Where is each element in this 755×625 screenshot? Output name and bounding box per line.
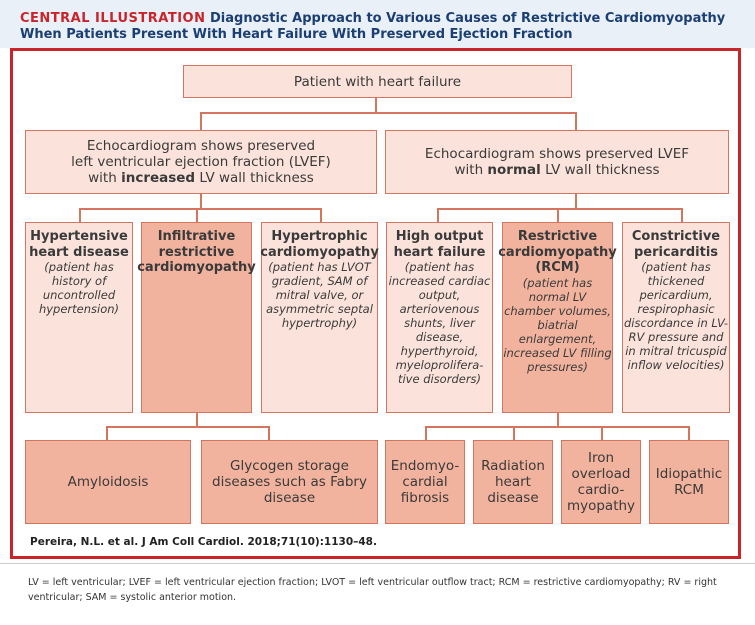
cause-title: Hypertensive heart disease bbox=[29, 229, 129, 260]
connector-root-down bbox=[375, 98, 377, 112]
central-illustration-tag: CENTRAL ILLUSTRATION bbox=[20, 11, 206, 26]
branch-normal-line1: Echocardiogram shows preserved LVEF bbox=[424, 146, 690, 162]
connector-infiltrative-down bbox=[196, 412, 198, 426]
subtype-iron-overload: Iron overload cardio-myopathy bbox=[561, 440, 641, 524]
cause-title: Hypertrophic cardiomyopathy bbox=[260, 229, 379, 260]
connector-to-iron bbox=[601, 426, 603, 440]
subtype-glycogen-storage: Glycogen storage diseases such as Fabry … bbox=[201, 440, 378, 524]
cause-title: High output heart failure bbox=[393, 229, 486, 260]
cause-note: (patient has LVOT gradient, SAM of mitra… bbox=[266, 260, 373, 330]
cause-high-output: High output heart failure (patient has i… bbox=[386, 222, 493, 413]
cause-title: Constrictive pericarditis bbox=[631, 229, 721, 260]
citation: Pereira, N.L. et al. J Am Coll Cardiol. … bbox=[30, 536, 377, 548]
connector-to-hypertrophic bbox=[320, 208, 322, 222]
connector-to-hypertensive bbox=[79, 208, 81, 222]
branch-increased-line2: left ventricular ejection fraction (LVEF… bbox=[71, 154, 331, 170]
connector-to-left-branch bbox=[200, 112, 202, 130]
root-node-label: Patient with heart failure bbox=[293, 73, 462, 90]
subtype-label: Iron overload cardio-myopathy bbox=[566, 450, 636, 514]
cause-hypertensive: Hypertensive heart disease (patient has … bbox=[25, 222, 133, 413]
cause-note: (patient has history of uncontrolled hyp… bbox=[38, 260, 120, 316]
connector-left-branch-down bbox=[200, 194, 202, 208]
connector-to-radiation bbox=[513, 426, 515, 440]
subtype-label: Radiation heart disease bbox=[481, 458, 545, 506]
cause-hypertrophic: Hypertrophic cardiomyopathy (patient has… bbox=[260, 222, 379, 413]
branch-normal-line2: with normal LV wall thickness bbox=[454, 162, 660, 178]
branch-increased-wall: Echocardiogram shows preserved left vent… bbox=[25, 130, 377, 194]
connector-rcm-down bbox=[557, 412, 559, 426]
connector-to-rcm bbox=[557, 208, 559, 222]
subtype-label: Glycogen storage diseases such as Fabry … bbox=[212, 458, 367, 506]
subtype-endomyocardial-fibrosis: Endomyo-cardial fibrosis bbox=[385, 440, 465, 524]
diagram-frame bbox=[10, 48, 741, 559]
illustration-title: CENTRAL ILLUSTRATION Diagnostic Approach… bbox=[20, 11, 745, 43]
connector-right-branch-down bbox=[575, 194, 577, 208]
cause-rcm: Restrictive cardiomyopathy (RCM) (patien… bbox=[498, 222, 617, 413]
header-banner: CENTRAL ILLUSTRATION Diagnostic Approach… bbox=[0, 0, 755, 48]
connector-left-horizontal bbox=[79, 208, 321, 210]
cause-title: Infiltrative restrictive cardiomyopathy bbox=[137, 229, 256, 275]
abbreviation-footnote: LV = left ventricular; LVEF = left ventr… bbox=[28, 577, 717, 603]
cause-title: Restrictive cardiomyopathy (RCM) bbox=[498, 229, 617, 275]
subtype-label: Idiopathic RCM bbox=[655, 466, 723, 498]
subtype-label: Amyloidosis bbox=[67, 474, 149, 490]
cause-constrictive: Constrictive pericarditis (patient has t… bbox=[622, 222, 730, 413]
subtype-amyloidosis: Amyloidosis bbox=[25, 440, 191, 524]
subtype-radiation-heart-disease: Radiation heart disease bbox=[473, 440, 553, 524]
branch-increased-line3: with increased LV wall thickness bbox=[88, 170, 314, 186]
connector-to-high-output bbox=[437, 208, 439, 222]
cause-note: (patient has thickened pericardium, resp… bbox=[624, 260, 728, 372]
connector-right-horizontal bbox=[437, 208, 682, 210]
connector-to-constrictive bbox=[681, 208, 683, 222]
subtype-label: Endomyo-cardial fibrosis bbox=[390, 458, 460, 506]
branch-normal-wall: Echocardiogram shows preserved LVEF with… bbox=[385, 130, 729, 194]
illustration-title-text: Diagnostic Approach to Various Causes of… bbox=[20, 11, 726, 42]
cause-note: (patient has increased cardiac output, a… bbox=[388, 260, 491, 386]
connector-to-glycogen bbox=[268, 426, 270, 440]
connector-infiltrative-horizontal bbox=[106, 426, 269, 428]
connector-to-endomyocardial bbox=[425, 426, 427, 440]
subtype-idiopathic-rcm: Idiopathic RCM bbox=[649, 440, 729, 524]
connector-to-idiopathic bbox=[688, 426, 690, 440]
root-node: Patient with heart failure bbox=[183, 65, 572, 98]
cause-infiltrative: Infiltrative restrictive cardiomyopathy bbox=[137, 222, 256, 413]
connector-root-horizontal bbox=[200, 112, 576, 114]
branch-increased-line1: Echocardiogram shows preserved bbox=[86, 138, 316, 154]
connector-to-infiltrative bbox=[196, 208, 198, 222]
connector-to-right-branch bbox=[575, 112, 577, 130]
connector-rcm-horizontal bbox=[425, 426, 689, 428]
divider bbox=[0, 563, 755, 564]
cause-note: (patient has normal LV chamber volumes, … bbox=[503, 275, 612, 374]
connector-to-amyloidosis bbox=[106, 426, 108, 440]
